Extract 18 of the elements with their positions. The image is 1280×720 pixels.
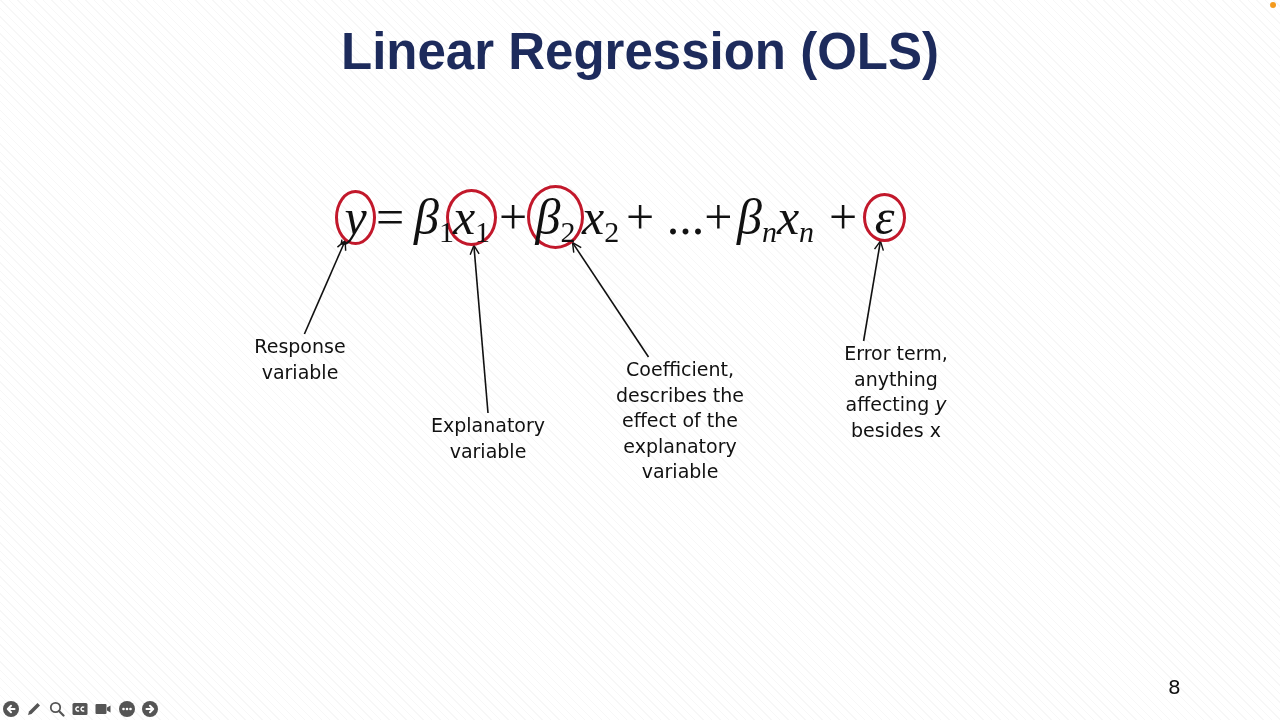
leader-arrow [469,244,489,414]
annotation-text: Response variable [245,334,355,385]
page-number: 8 [1168,675,1181,699]
equation-ellipsis: + ...+ [626,189,733,245]
leader-arrow [862,240,885,342]
plus-sign: + [829,189,858,245]
leader-arrow [571,241,650,358]
slide-title: Linear Regression (OLS) [341,22,939,82]
equation-term: β$_{n}$x$_{n}$ [737,189,815,245]
leader-arrow [303,239,347,335]
annotation-text: Error term, anything affecting y besides x [836,341,956,443]
annotation-text: Coefficient, describes the effect of the explanatory variable [605,357,755,485]
plus-sign: + [499,189,528,245]
circled-term: y [335,189,376,245]
equals-sign: = [376,189,405,245]
annotation-text: Explanatory variable [420,413,556,464]
circled-term: ε [863,192,906,242]
equation-term: x$_{2}$ [582,189,620,245]
